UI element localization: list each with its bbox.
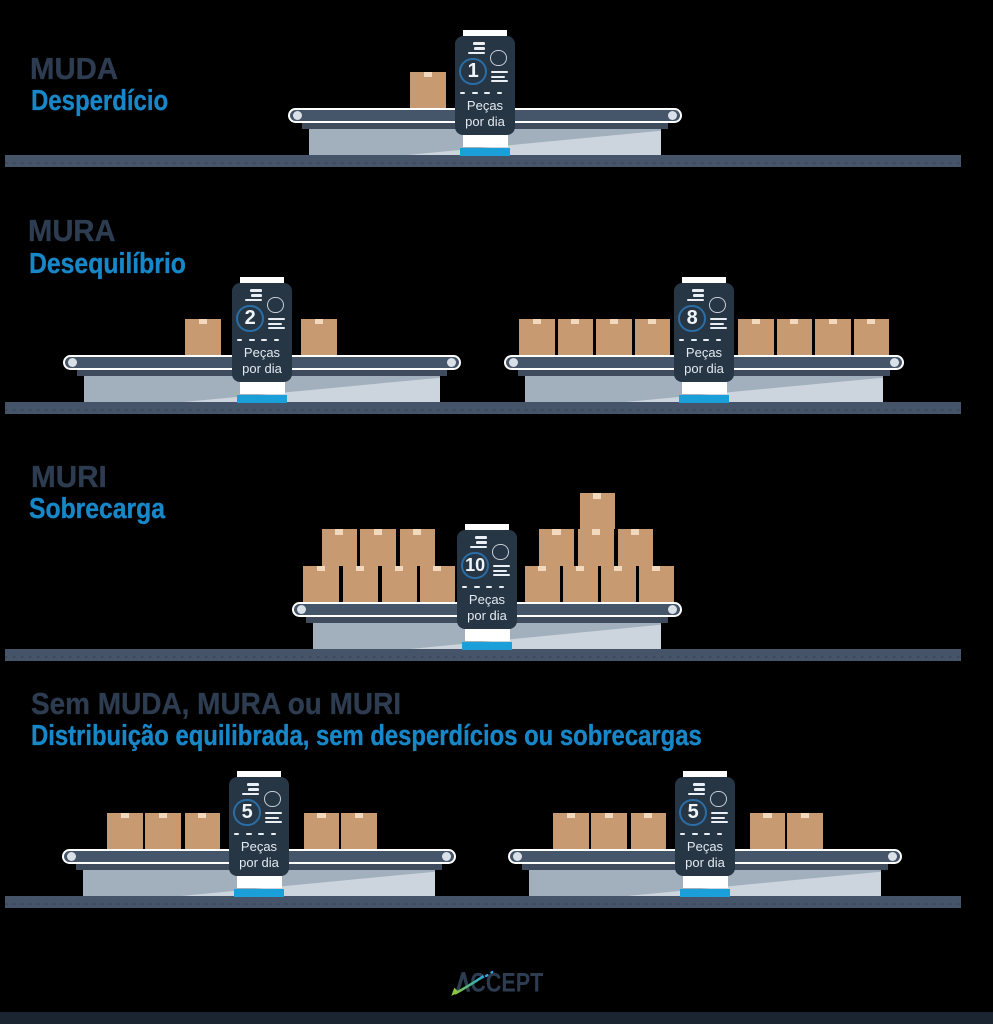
svg-text:CCEPT: CCEPT — [470, 968, 543, 998]
